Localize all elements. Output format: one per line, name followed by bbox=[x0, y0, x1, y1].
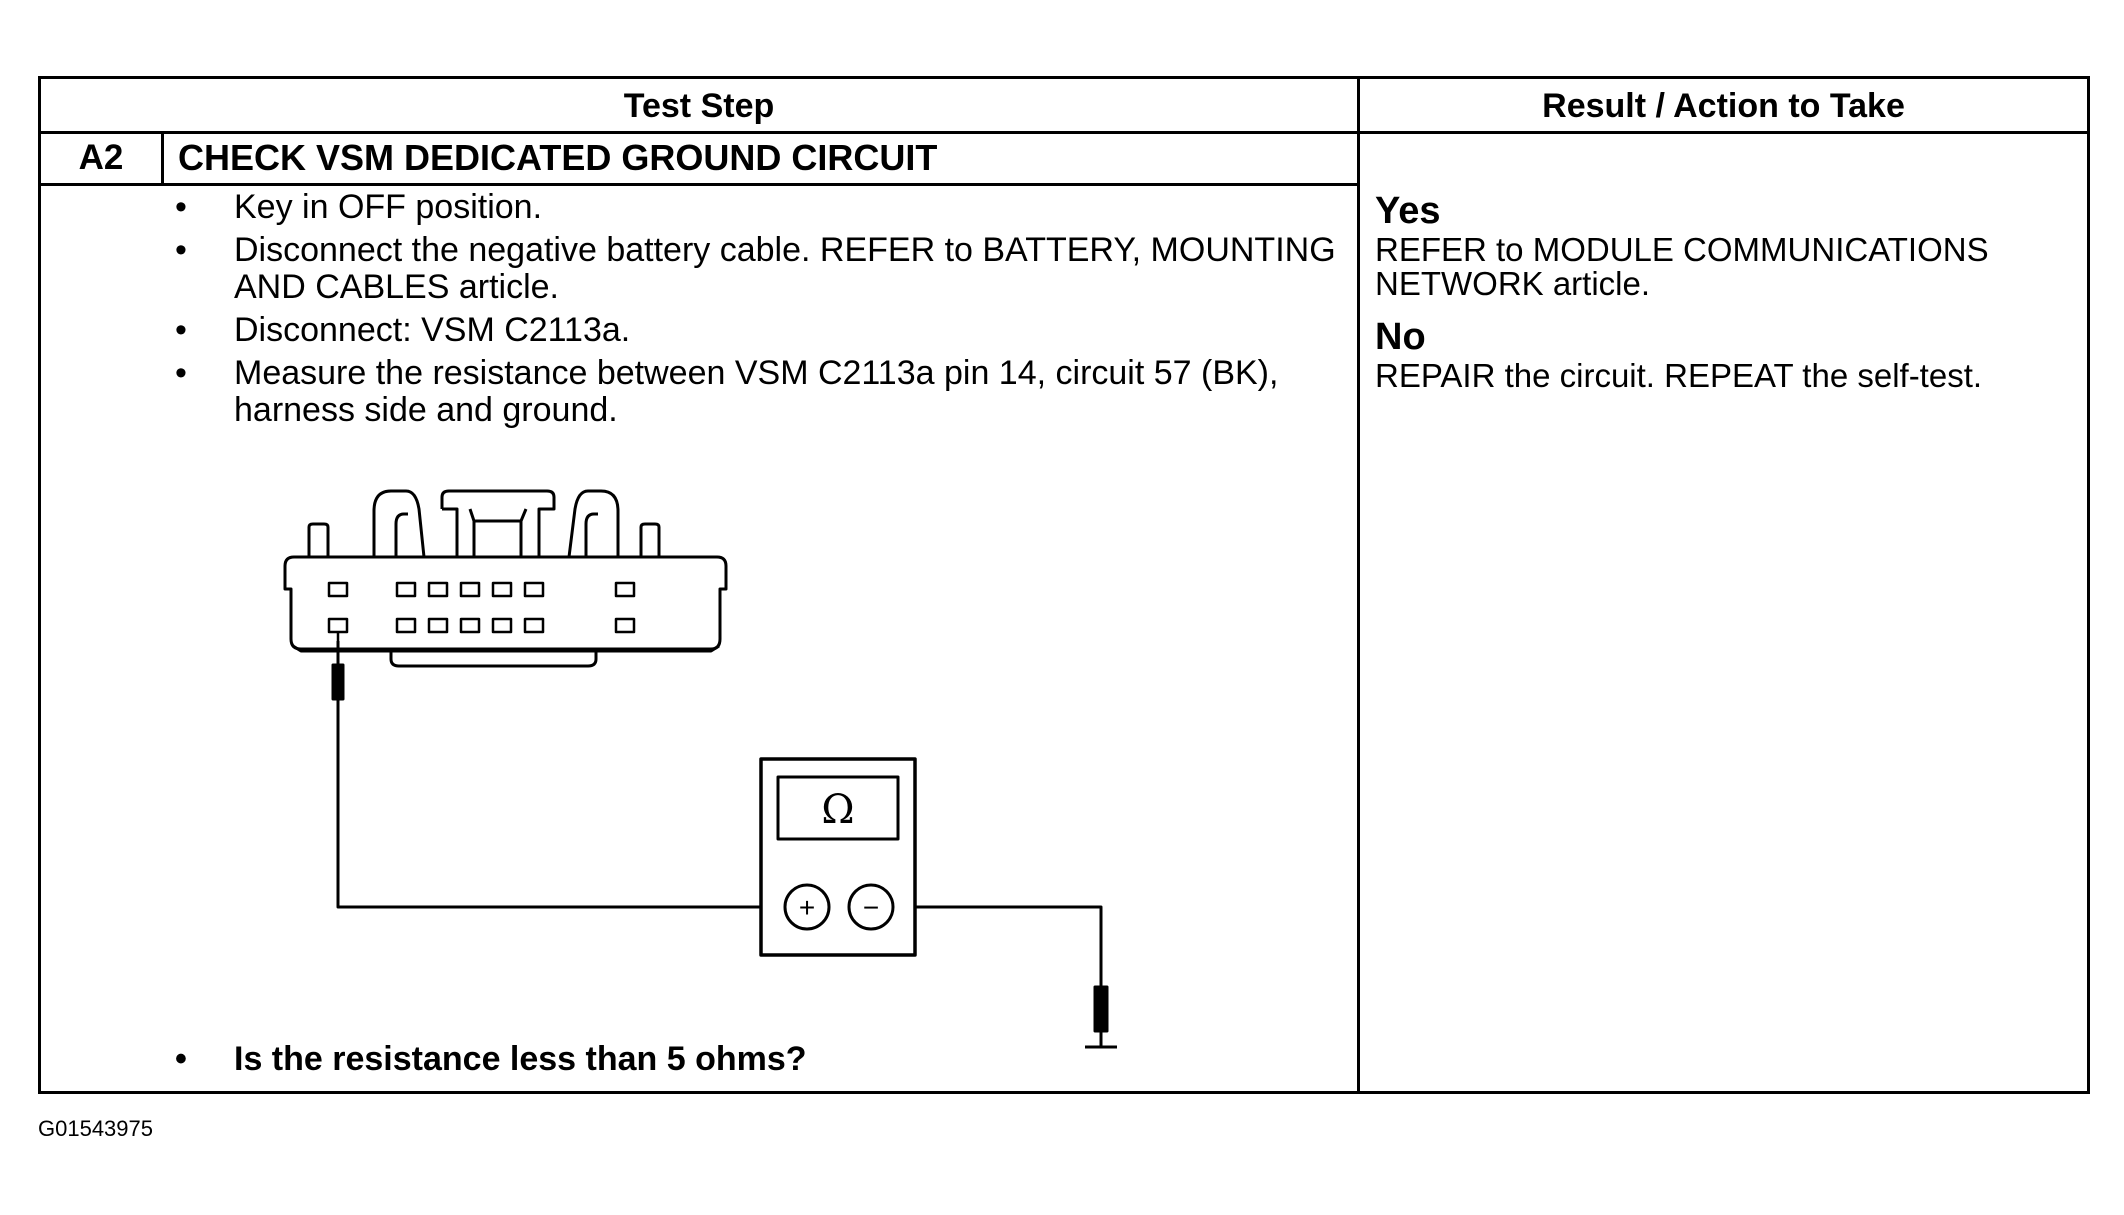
connector-pins-icon bbox=[327, 581, 636, 641]
plus-symbol: + bbox=[799, 892, 815, 923]
instruction-text: Disconnect the negative battery cable. R… bbox=[234, 231, 1336, 306]
positive-lead bbox=[336, 699, 761, 909]
header-result-action: Result / Action to Take bbox=[1542, 87, 1905, 125]
instruction-item: • Key in OFF position. bbox=[171, 189, 1341, 226]
instruction-text: Disconnect: VSM C2113a. bbox=[234, 311, 631, 349]
result-yes-action: REFER to MODULE COMMUNICATIONS NETWORK a… bbox=[1375, 231, 1989, 302]
ohmmeter-icon bbox=[759, 757, 917, 957]
connector-ohmmeter-diagram: Ω + − bbox=[283, 489, 1117, 1049]
step-title-rule bbox=[41, 183, 1358, 186]
figure-id: G01543975 bbox=[38, 1116, 153, 1141]
instruction-text: Measure the resistance between VSM C2113… bbox=[234, 354, 1279, 429]
header-test-step: Test Step bbox=[623, 87, 775, 125]
header-rule bbox=[41, 131, 2087, 134]
question-text: Is the resistance less than 5 ohms? bbox=[234, 1040, 807, 1078]
step-title: CHECK VSM DEDICATED GROUND CIRCUIT bbox=[178, 137, 938, 178]
result-yes-label: Yes bbox=[1375, 190, 1441, 232]
ground-probe-icon bbox=[1093, 985, 1109, 1033]
instruction-item: • Disconnect the negative battery cable. … bbox=[171, 232, 1341, 306]
instruction-list: • Key in OFF position. • Disconnect the ne… bbox=[171, 189, 1341, 435]
bullet-icon: • bbox=[175, 354, 187, 392]
result-no-action: REPAIR the circuit. REPEAT the self-test… bbox=[1375, 357, 1983, 394]
test-question: • Is the resistance less than 5 ohms? bbox=[171, 1039, 1341, 1079]
bullet-icon: • bbox=[175, 188, 187, 226]
instruction-text: Key in OFF position. bbox=[234, 188, 543, 226]
minus-symbol: − bbox=[863, 892, 879, 923]
instruction-item: • Disconnect: VSM C2113a. bbox=[171, 312, 1341, 349]
connector-c2113a-icon bbox=[283, 489, 728, 668]
instruction-item: • Measure the resistance between VSM C211… bbox=[171, 355, 1341, 429]
result-actions: Yes REFER to MODULE COMMUNICATIONS NETWO… bbox=[1375, 189, 2115, 407]
result-no-label: No bbox=[1375, 316, 1426, 358]
test-step-table: Test Step Result / Action to Take A2 CHE… bbox=[38, 76, 2090, 1094]
bullet-icon: • bbox=[175, 311, 187, 349]
bullet-icon: • bbox=[175, 1040, 187, 1078]
bullet-icon: • bbox=[175, 231, 187, 269]
ohm-symbol: Ω bbox=[821, 787, 854, 833]
step-id: A2 bbox=[78, 138, 124, 177]
step-id-divider bbox=[161, 132, 164, 184]
column-divider bbox=[1357, 79, 1360, 1091]
negative-lead bbox=[915, 905, 1103, 987]
